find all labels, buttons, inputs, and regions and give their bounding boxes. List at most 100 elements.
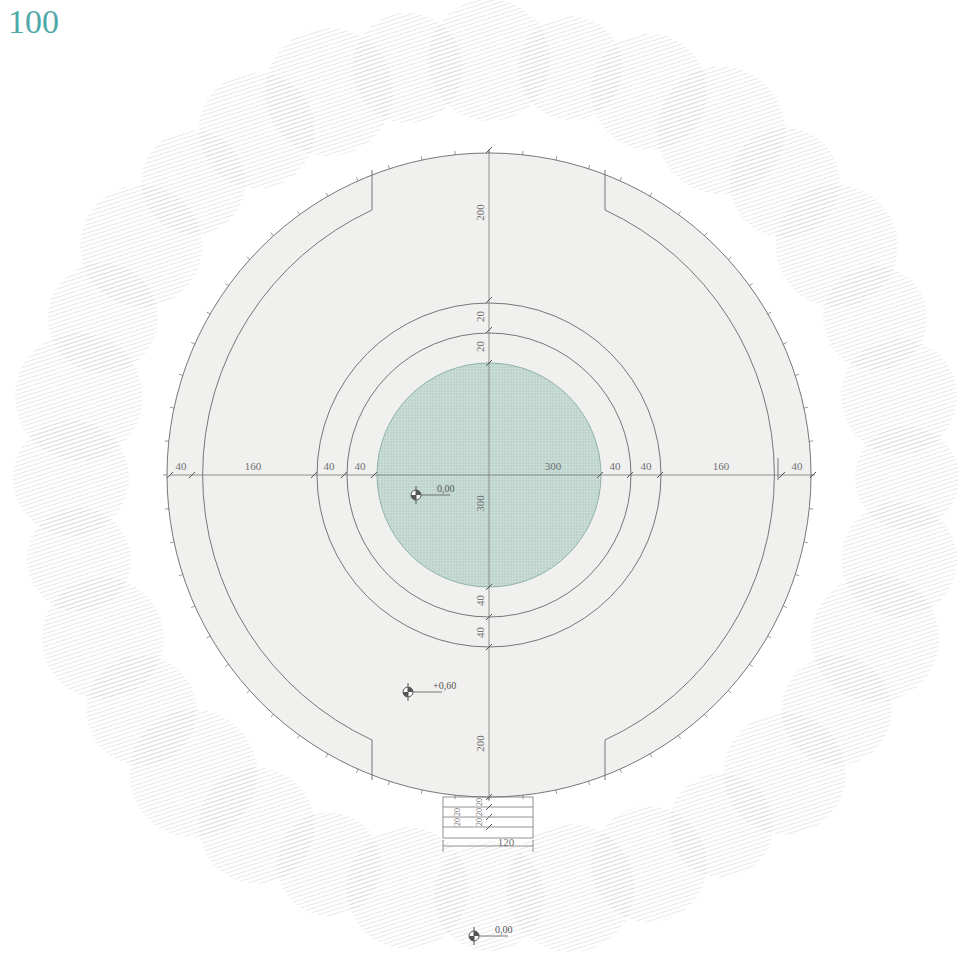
rim-tick	[191, 606, 195, 608]
dimension-text: 20	[454, 808, 462, 816]
tick	[371, 472, 377, 478]
level-line	[413, 692, 442, 693]
dimension-ticks	[163, 147, 816, 830]
level-symbol	[408, 683, 409, 701]
rim-tick	[589, 165, 590, 169]
rim-tick	[804, 541, 808, 543]
tick	[341, 472, 347, 478]
rim-tick	[705, 714, 708, 717]
level-symbol	[416, 486, 417, 504]
rim-tick	[811, 475, 815, 476]
rim-tick	[705, 233, 708, 236]
dimension-text: 20	[475, 341, 486, 352]
dimension-text: 300	[545, 461, 562, 472]
tick	[779, 472, 785, 478]
dimension-text: 20	[454, 818, 462, 826]
level-symbol	[474, 927, 475, 945]
tick	[810, 472, 816, 478]
level-line	[479, 936, 508, 937]
rim-tick	[225, 664, 228, 666]
level-line	[421, 495, 450, 496]
stairs	[443, 797, 533, 852]
rim-tick	[207, 312, 210, 314]
rim-tick	[454, 151, 455, 155]
rim-tick	[297, 736, 299, 739]
dimension-text: 20	[476, 798, 484, 806]
rim-tick	[271, 714, 274, 717]
rim-tick	[247, 257, 250, 260]
tick	[167, 472, 173, 478]
tick	[486, 584, 492, 590]
rim-tick	[750, 283, 753, 285]
rim-tick	[620, 177, 622, 181]
rim-tick	[728, 257, 731, 260]
level-label: 0,00	[495, 925, 513, 935]
dimension-text: 160	[713, 461, 730, 472]
tick	[486, 327, 492, 333]
level-markers	[403, 486, 508, 945]
rim-tick	[783, 606, 787, 608]
dimension-text: 200	[475, 204, 486, 221]
dimension-text: 300	[475, 495, 486, 512]
tree	[841, 339, 957, 455]
rim-tick	[768, 312, 771, 314]
dimension-text: 40	[475, 595, 486, 606]
rim-tick	[165, 440, 169, 441]
dimension-text: 40	[610, 461, 621, 472]
dimension-text: 40	[792, 461, 803, 472]
rim-tick	[768, 636, 771, 638]
rim-tick	[165, 508, 169, 509]
tick	[486, 614, 492, 620]
rim-tick	[207, 636, 210, 638]
tree-ring	[13, 0, 959, 952]
rim-tick	[297, 211, 299, 214]
rim-tick	[783, 342, 787, 344]
rim-tick	[750, 664, 753, 666]
rim-tick	[421, 790, 423, 794]
dimension-text: 40	[475, 627, 486, 638]
dimension-text: 20	[476, 818, 484, 826]
rim-tick	[388, 165, 389, 169]
rim-tick	[804, 407, 808, 409]
dimension-text: 200	[475, 735, 486, 752]
rim-tick	[489, 797, 490, 801]
rim-tick	[809, 508, 813, 509]
rim-tick	[356, 769, 358, 773]
level-label: 0,00	[437, 484, 455, 494]
rim-tick	[678, 736, 680, 739]
tick	[627, 472, 633, 478]
rim-tick	[650, 754, 652, 757]
rim-tick	[795, 374, 799, 375]
rim-tick	[179, 374, 183, 375]
rim-tick	[326, 754, 328, 757]
rim-tick	[179, 575, 183, 576]
rim-tick	[326, 193, 328, 196]
dimension-text: 120	[498, 837, 515, 848]
rim-tick	[795, 575, 799, 576]
rim-tick	[163, 475, 167, 476]
rim-tick	[555, 156, 557, 160]
dimension-text: 40	[355, 461, 366, 472]
rim-tick	[421, 156, 423, 160]
tick	[486, 147, 492, 153]
rim-tick	[247, 691, 250, 694]
rim-tick	[170, 407, 174, 409]
rim-tick	[170, 541, 174, 543]
rim-tick	[356, 177, 358, 181]
tick	[311, 472, 317, 478]
tick	[486, 644, 492, 650]
tick	[189, 472, 195, 478]
tick	[486, 297, 492, 303]
rim-tick	[388, 781, 389, 785]
scale-title: 100	[8, 5, 59, 39]
rim-tick	[650, 193, 652, 196]
tick	[486, 360, 492, 366]
rim-tick	[728, 691, 731, 694]
dimension-line	[489, 150, 490, 800]
rim-tick	[678, 211, 680, 214]
dimension-text: 20	[475, 311, 486, 322]
rim-tick	[225, 283, 228, 285]
dimension-text: 40	[641, 461, 652, 472]
rim-tick	[489, 149, 490, 153]
dimension-text: 40	[176, 461, 187, 472]
